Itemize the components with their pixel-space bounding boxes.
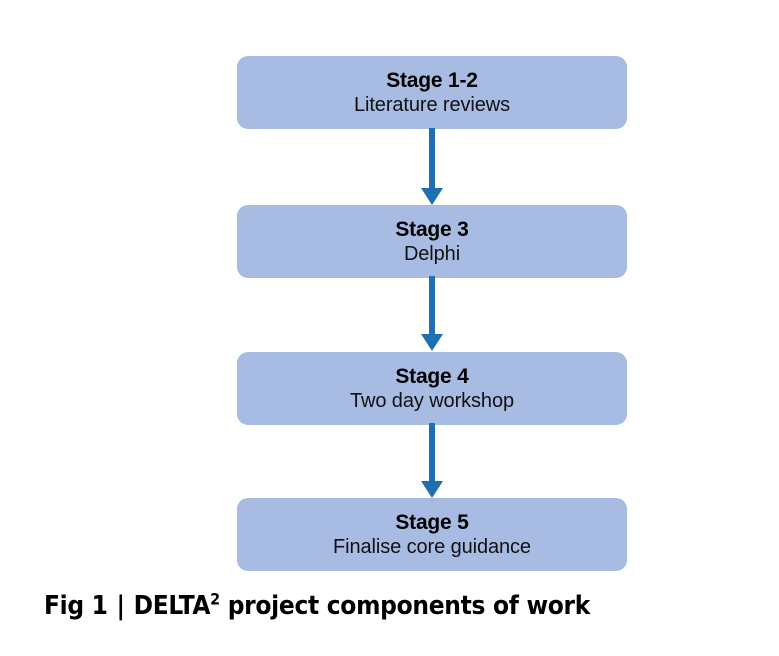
flow-node-stage-3[interactable]: Stage 3 Delphi <box>237 205 627 278</box>
caption-separator: | <box>116 591 126 621</box>
flow-node-title: Stage 4 <box>395 365 469 389</box>
flow-node-stage-1-2[interactable]: Stage 1-2 Literature reviews <box>237 56 627 129</box>
flow-node-title: Stage 5 <box>395 511 469 535</box>
flowchart: Stage 1-2 Literature reviews Stage 3 Del… <box>237 56 627 571</box>
caption-rest: project components of work <box>227 591 591 621</box>
flow-node-subtitle: Literature reviews <box>353 93 511 116</box>
flow-node-stage-5[interactable]: Stage 5 Finalise core guidance <box>237 498 627 571</box>
flow-node-subtitle: Finalise core guidance <box>333 535 531 558</box>
flow-node-title: Stage 1-2 <box>386 69 478 93</box>
flow-node-subtitle: Two day workshop <box>349 389 515 412</box>
flow-node-title: Stage 3 <box>395 218 469 242</box>
flow-node-stage-4[interactable]: Stage 4 Two day workshop <box>237 352 627 425</box>
flow-arrow-stage-1-2-to-stage-3 <box>416 128 448 210</box>
caption-acronym: DELTA <box>133 591 211 621</box>
flow-node-subtitle: Delphi <box>403 242 461 265</box>
caption-prefix: Fig 1 <box>44 591 108 621</box>
caption-superscript: 2 <box>210 589 220 609</box>
flow-arrow-stage-4-to-stage-5 <box>416 423 448 505</box>
figure-caption: Fig 1 | DELTA2 project components of wor… <box>44 589 591 621</box>
flow-arrow-stage-3-to-stage-4 <box>416 276 448 358</box>
